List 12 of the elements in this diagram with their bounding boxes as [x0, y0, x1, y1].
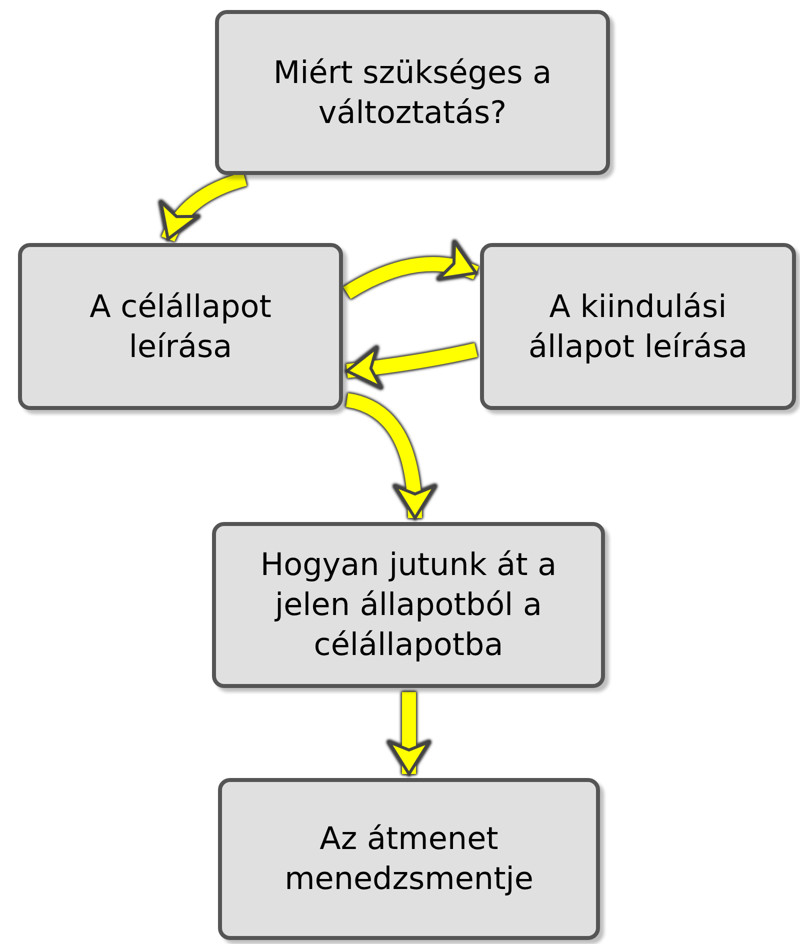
process-box: [18, 243, 343, 410]
box-label: A célállapot leírása: [88, 288, 272, 366]
box-label: Hogyan jutunk át a jelen állapotból a célállapotba: [259, 546, 558, 665]
box-label: Az átmenet menedzsmentje: [284, 820, 534, 899]
process-box: [212, 522, 605, 688]
process-box: [215, 10, 610, 175]
box-label: A kiindulási állapot leírása: [527, 288, 749, 366]
box-label: Miért szükséges a változtatás?: [272, 54, 553, 132]
curved-arrow: [388, 692, 430, 776]
curved-arrow: [161, 172, 247, 242]
process-box: [218, 778, 600, 940]
process-box: [480, 243, 796, 410]
